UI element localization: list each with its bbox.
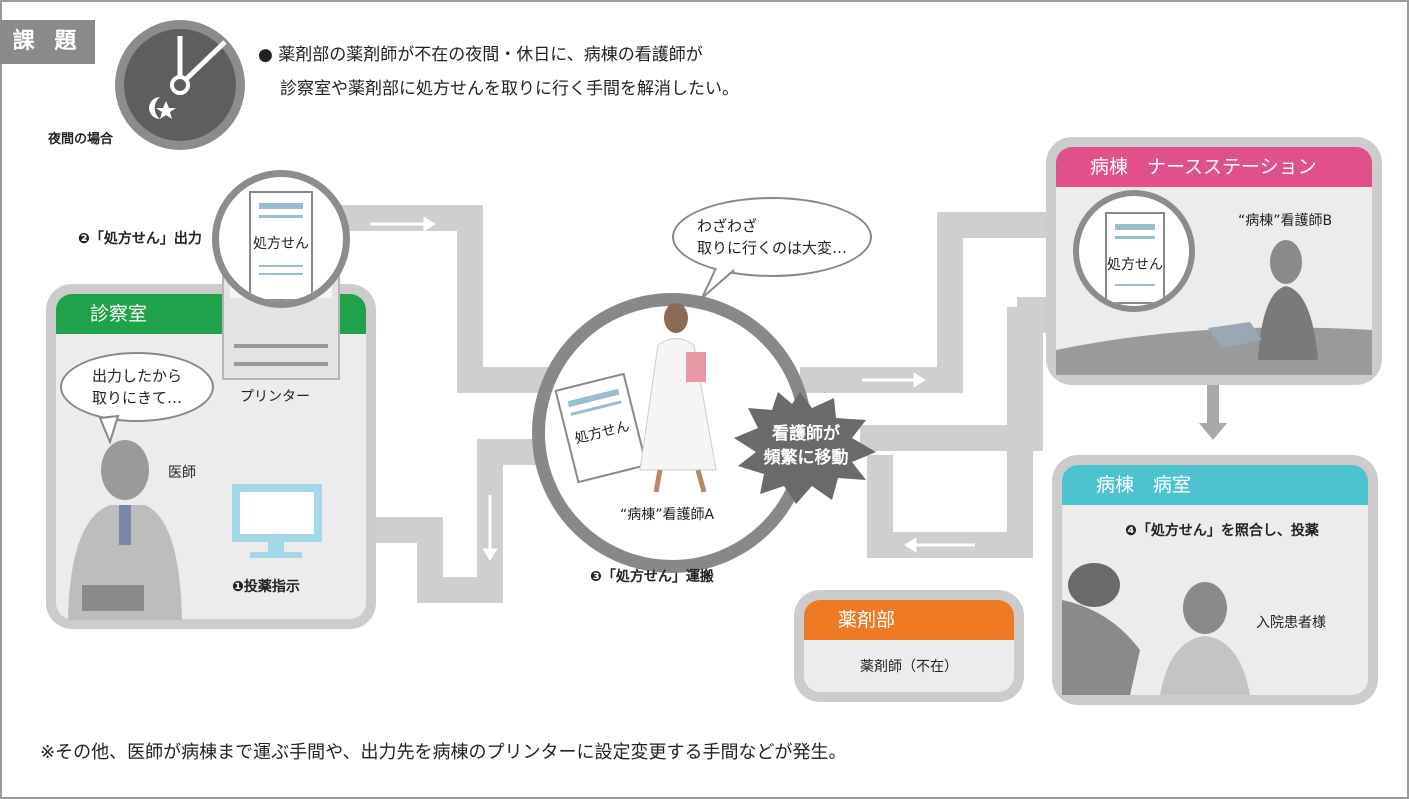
nurse-station-title: 病棟 ナースステーション — [1056, 147, 1372, 187]
headline: ● 薬剤部の薬剤師が不在の夜間・休日に、病棟の看護師が 診察室や薬剤部に処方せん… — [258, 38, 739, 106]
doc-label: 処方せん — [1107, 257, 1163, 273]
footnote: ※その他、医師が病棟まで運ぶ手間や、出力先を病棟のプリンターに設定変更する手間な… — [40, 742, 847, 763]
headline-line-1: ● 薬剤部の薬剤師が不在の夜間・休日に、病棟の看護師が — [258, 45, 703, 65]
doctor-speech-bubble: 出力したから取りにきて… — [60, 352, 214, 422]
doc-label: 処方せん — [253, 236, 309, 252]
computer-icon — [232, 484, 322, 542]
pharmacy-inner: 薬剤部 薬剤師（不在） — [804, 600, 1014, 692]
prescription-doc-icon: 処方せん — [1105, 212, 1165, 304]
nurse-b-label: “病棟”看護師B — [1238, 213, 1333, 229]
bubble-line: 出力したから — [91, 367, 182, 385]
burst-text: 看護師が 頻繁に移動 — [748, 422, 864, 470]
computer-stand — [268, 542, 284, 552]
bubble-line: わざわざ — [696, 217, 757, 235]
headline-line-2: 診察室や薬剤部に処方せんを取りに行く手間を解消したい。 — [280, 79, 739, 99]
burst-line: 看護師が — [772, 424, 840, 444]
computer-base — [250, 552, 302, 558]
doctor-label: 医師 — [168, 465, 196, 481]
pharmacist-label: 薬剤師（不在） — [860, 659, 958, 675]
printout-circle: 処方せん — [212, 170, 350, 308]
nurse-a-label: “病棟”看護師A — [620, 507, 715, 523]
bubble-line: 取りに行くのは大変… — [696, 239, 847, 257]
issue-tag: 課 題 — [0, 20, 95, 64]
step3-label: ❸「処方せん」運搬 — [590, 569, 714, 585]
bubble-line: 取りにきて… — [91, 389, 182, 407]
night-label: 夜間の場合 — [48, 132, 114, 147]
prescription-doc-icon: 処方せん — [249, 191, 313, 301]
step4-label: ❹「処方せん」を照合し、投薬 — [1125, 523, 1319, 539]
patient-label: 入院患者様 — [1256, 615, 1326, 631]
station-prescription-circle: 処方せん — [1073, 190, 1195, 312]
ward-room-title: 病棟 病室 — [1062, 465, 1368, 505]
step1-label: ❶投薬指示 — [232, 579, 300, 595]
nurse-a-speech-bubble: わざわざ取りに行くのは大変… — [672, 197, 872, 277]
burst-line: 頻繁に移動 — [763, 448, 849, 468]
printer-label: プリンター — [240, 389, 310, 405]
pharmacy-title: 薬剤部 — [804, 600, 1014, 640]
step2-label: ❷「処方せん」出力 — [78, 231, 202, 247]
